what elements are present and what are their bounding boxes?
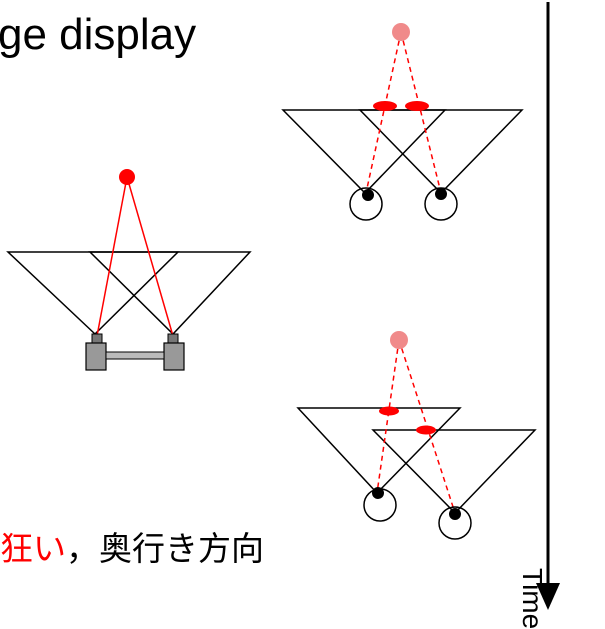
time-axis-arrowhead [536, 583, 560, 610]
caption-text: 狂い，奥行き方向 [0, 522, 264, 570]
right-camera-ray [126, 176, 174, 337]
left-camera-ray [96, 176, 128, 337]
eye-frustums-top [281, 109, 524, 195]
stereo-camera-figure [6, 169, 252, 371]
left-eye-frustum-top [281, 109, 447, 195]
camera-rays [96, 176, 174, 337]
left-pupil-top [362, 189, 374, 201]
camera-frustums [6, 251, 252, 336]
left-eye-ray-bottom [376, 339, 400, 494]
right-pupil-bottom [449, 508, 461, 520]
left-eye-top [349, 187, 383, 221]
caption-rest: ，奥行き方向 [66, 529, 264, 568]
left-eye-frustum-bottom [296, 407, 462, 495]
left-eye-ray-top [365, 31, 402, 194]
viewer-figure-bottom [296, 331, 537, 540]
left-pupil-bottom [372, 487, 384, 499]
left-image-point-bottom [379, 406, 399, 416]
time-axis [536, 2, 560, 610]
target-point [119, 169, 135, 185]
right-image-point-bottom [416, 425, 436, 435]
disparity-rays-bottom [376, 339, 456, 514]
camera-bar [105, 351, 165, 360]
caption-highlight: 狂い [0, 529, 66, 568]
right-pupil-top [435, 188, 447, 200]
right-eye-bottom [438, 506, 472, 540]
right-camera-frustum [88, 251, 252, 336]
left-camera-body [85, 342, 107, 371]
disparity-rays-top [365, 31, 442, 194]
eye-frustums-bottom [296, 407, 537, 515]
right-image-point-top [405, 101, 429, 111]
right-eye-frustum-bottom [371, 429, 537, 515]
viewer-figure-top [281, 23, 524, 221]
right-eye-ray-top [400, 31, 442, 194]
perceived-point-bottom [390, 331, 408, 349]
right-camera-body [163, 342, 185, 371]
right-eye-frustum-top [358, 109, 524, 195]
left-image-point-top [373, 101, 397, 111]
slide-title: ge display [0, 10, 197, 59]
perceived-point-top [392, 23, 410, 41]
stereo-camera-rig [85, 333, 185, 371]
stereo-diagram [6, 2, 560, 610]
